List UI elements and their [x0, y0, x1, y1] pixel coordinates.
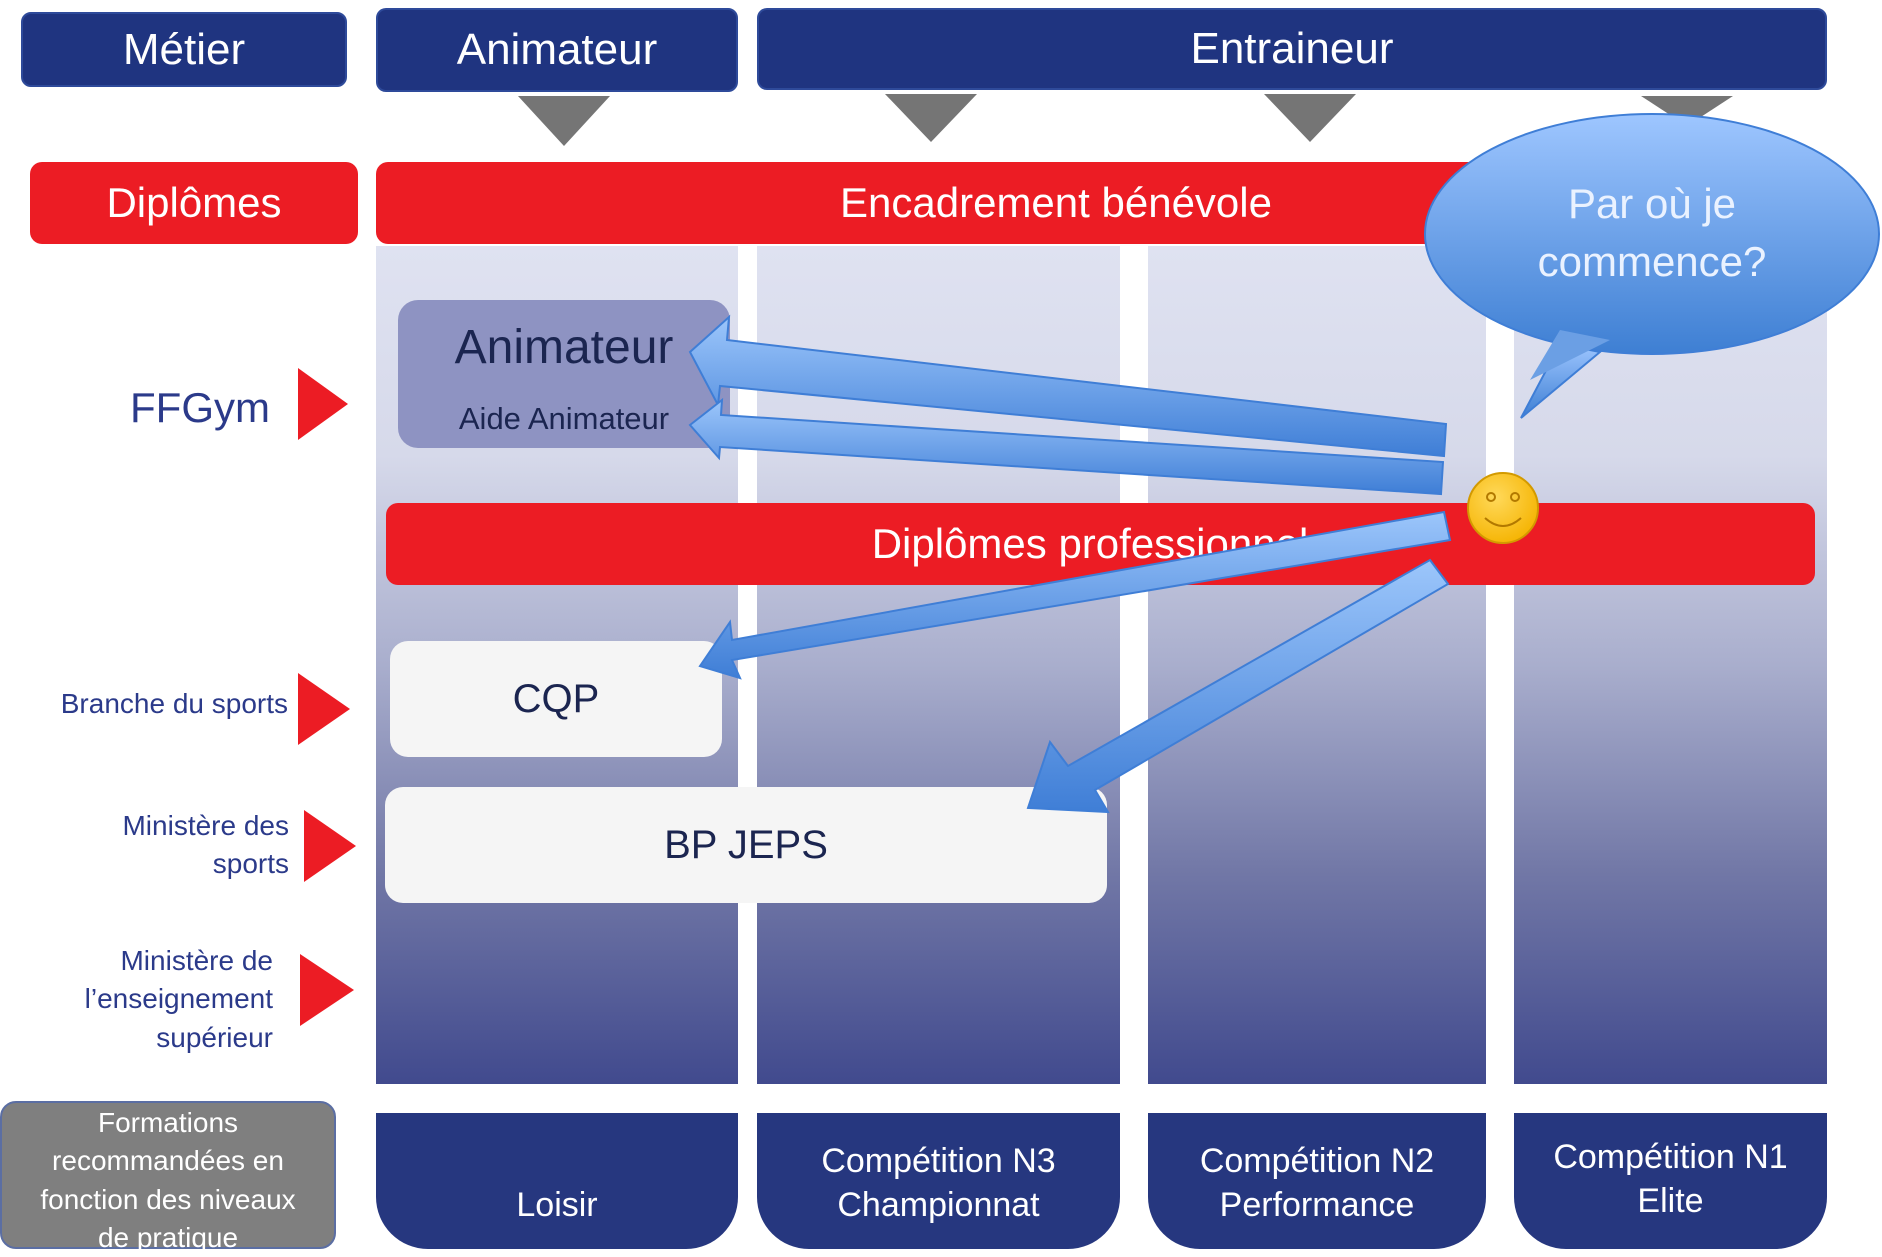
header-metier: Métier: [21, 12, 347, 87]
level-n1-line1: Compétition N1: [1553, 1137, 1788, 1176]
level-n3: Compétition N3 Championnat: [757, 1113, 1120, 1249]
cqp-box: CQP: [390, 641, 722, 757]
down-triangle-1: [518, 96, 610, 146]
row-ffgym-arrow: [298, 368, 348, 440]
row-ffgym-label: FFGym: [130, 384, 270, 431]
band-professionnels: Diplômes professionnels: [386, 503, 1815, 585]
formations-box: Formations recommandées en fonction des …: [0, 1101, 336, 1253]
row-ministere-ens-line2: l’enseignement: [84, 983, 273, 1015]
header-entraineur: Entraineur: [757, 8, 1827, 90]
formations-line2: recommandées en: [52, 1145, 284, 1177]
bpjeps-box: BP JEPS: [385, 787, 1107, 903]
bpjeps-label: BP JEPS: [664, 822, 828, 867]
row-ministere-ens-line1: Ministère de: [120, 945, 273, 976]
row-branche-arrow: [298, 673, 350, 745]
row-ministere-sports-line1: Ministère des: [122, 810, 289, 841]
row-ministere-sports-arrow: [304, 810, 356, 882]
arrow-to-bpjeps: [1026, 558, 1450, 814]
speech-bubble-line1: Par où je: [1567, 180, 1737, 227]
level-n1: Compétition N1 Elite: [1514, 1113, 1827, 1249]
level-n2-line1: Compétition N2: [1199, 1141, 1435, 1180]
header-animateur: Animateur: [376, 8, 738, 92]
down-triangle-3: [1264, 94, 1356, 142]
band-diplomes: Diplômes: [30, 162, 358, 244]
formations-line3: fonction des niveaux: [40, 1183, 296, 1215]
level-n2-line2: Performance: [1219, 1185, 1415, 1224]
speech-bubble-text: Par où je commence?: [1462, 175, 1842, 291]
formations-line4: de pratique: [97, 1222, 239, 1254]
formations-line1: Formations: [97, 1107, 239, 1138]
animateur-box: Animateur Aide Animateur: [398, 300, 730, 448]
band-diplomes-label: Diplômes: [106, 179, 282, 226]
cqp-label: CQP: [512, 676, 600, 721]
header-metier-label: Métier: [122, 24, 246, 74]
header-animateur-label: Animateur: [456, 25, 658, 74]
row-ministere-ens-line3: supérieur: [156, 1021, 273, 1053]
level-n3-line2: Championnat: [837, 1185, 1040, 1224]
arrow-to-animateur: [688, 314, 1448, 458]
row-ministere-sports-line2: sports: [212, 848, 289, 880]
down-triangle-2: [885, 94, 977, 142]
speech-bubble: [1424, 113, 1880, 419]
header-entraineur-label: Entraineur: [1190, 24, 1394, 73]
row-ministere-ens-arrow: [300, 954, 354, 1026]
column-n2: [1148, 246, 1486, 1084]
level-n1-line2: Elite: [1637, 1181, 1704, 1220]
level-n3-line1: Compétition N3: [821, 1141, 1056, 1180]
row-ministere-ens-label: Ministère de l’enseignement supérieur: [30, 942, 273, 1057]
band-benevole-label: Encadrement bénévole: [840, 179, 1272, 226]
column-n1: [1514, 246, 1827, 1084]
arrow-to-aide-animateur: [688, 397, 1445, 496]
speech-bubble-line2: commence?: [1537, 237, 1767, 285]
row-ministere-sports-label: Ministère des sports: [60, 807, 289, 884]
arrow-to-cqp: [698, 510, 1452, 680]
smiley-icon: [1467, 472, 1539, 544]
aide-animateur-label: Aide Animateur: [458, 401, 670, 436]
level-loisir-line2: Loisir: [516, 1185, 598, 1224]
level-n2: Compétition N2 Performance: [1148, 1113, 1486, 1249]
animateur-box-title: Animateur: [454, 321, 674, 374]
row-branche-label: Branche du sports: [60, 688, 288, 719]
level-loisir: Loisir: [376, 1113, 738, 1249]
